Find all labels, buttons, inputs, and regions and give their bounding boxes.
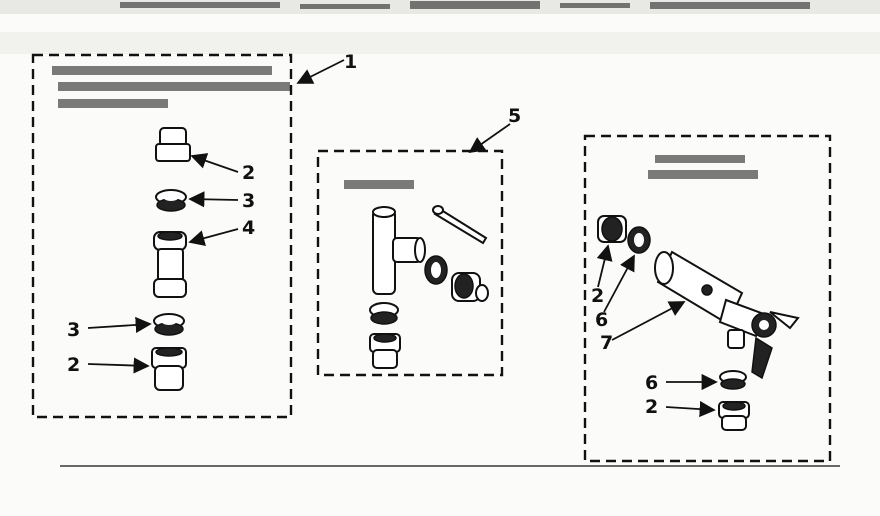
kit-1-dashed-box	[31, 53, 293, 419]
connector-top	[155, 127, 191, 162]
callout-1: 1	[344, 51, 357, 73]
tee-connector	[451, 272, 489, 302]
valve-body	[654, 250, 800, 380]
kit3-leader-left-6	[603, 254, 635, 313]
tee-fitting	[372, 206, 426, 295]
kit-5-caption-smudge	[344, 180, 414, 189]
kit3-leader-7	[611, 301, 686, 341]
kit3-connector	[597, 215, 627, 243]
callout-1-leader	[296, 59, 345, 84]
kit3-callout-bottom-2: 2	[645, 396, 658, 418]
callout-5-leader	[468, 123, 511, 154]
callout-5: 5	[508, 105, 521, 127]
washer-bottom	[153, 313, 185, 336]
kit1-callout-top-2: 2	[242, 162, 255, 184]
kit-3-caption-smudge	[648, 155, 758, 179]
kit3-leader-bottom-2	[665, 401, 716, 418]
scan-noise-top	[0, 0, 880, 54]
kit3-washer-left	[627, 226, 651, 254]
connector-bottom	[151, 347, 187, 391]
kit1-callout-4: 4	[242, 217, 255, 239]
kit1-callout-top-3: 3	[242, 190, 255, 212]
kit1-callout-bottom-2: 2	[67, 354, 80, 376]
kit-1-caption-smudge	[52, 66, 290, 108]
kit1-leader-top-2	[190, 153, 239, 173]
kit3-washer-bottom	[719, 370, 747, 390]
kit3-connector-bottom	[718, 401, 750, 431]
kit3-callout-left-2: 2	[591, 285, 604, 307]
washer-top	[155, 189, 187, 212]
kit1-leader-4	[188, 228, 239, 247]
kit1-callout-bottom-3: 3	[67, 319, 80, 341]
kit-3-dashed-box	[583, 134, 832, 463]
coupling-tube	[153, 231, 187, 298]
kit-5-dashed-box	[316, 149, 504, 377]
kit-5-group: 5	[316, 105, 521, 377]
kit3-callout-bottom-6: 6	[645, 372, 658, 394]
kit3-callout-left-6: 6	[595, 309, 608, 331]
kit-1-group: 1 2 3 4 3	[31, 51, 357, 419]
tee-bottom-connector	[369, 333, 401, 369]
tee-washer	[424, 255, 448, 285]
kit3-callout-7: 7	[600, 332, 613, 354]
kit3-leader-left-2	[596, 244, 613, 288]
kit-3-group: 2 6 7 6 2	[583, 134, 832, 463]
kit1-leader-bottom-3	[87, 316, 152, 334]
kit1-leader-bottom-2	[87, 357, 150, 374]
kit1-leader-top-3	[188, 191, 239, 208]
tee-bottom-washer	[369, 302, 399, 325]
pin-clip	[432, 205, 488, 245]
